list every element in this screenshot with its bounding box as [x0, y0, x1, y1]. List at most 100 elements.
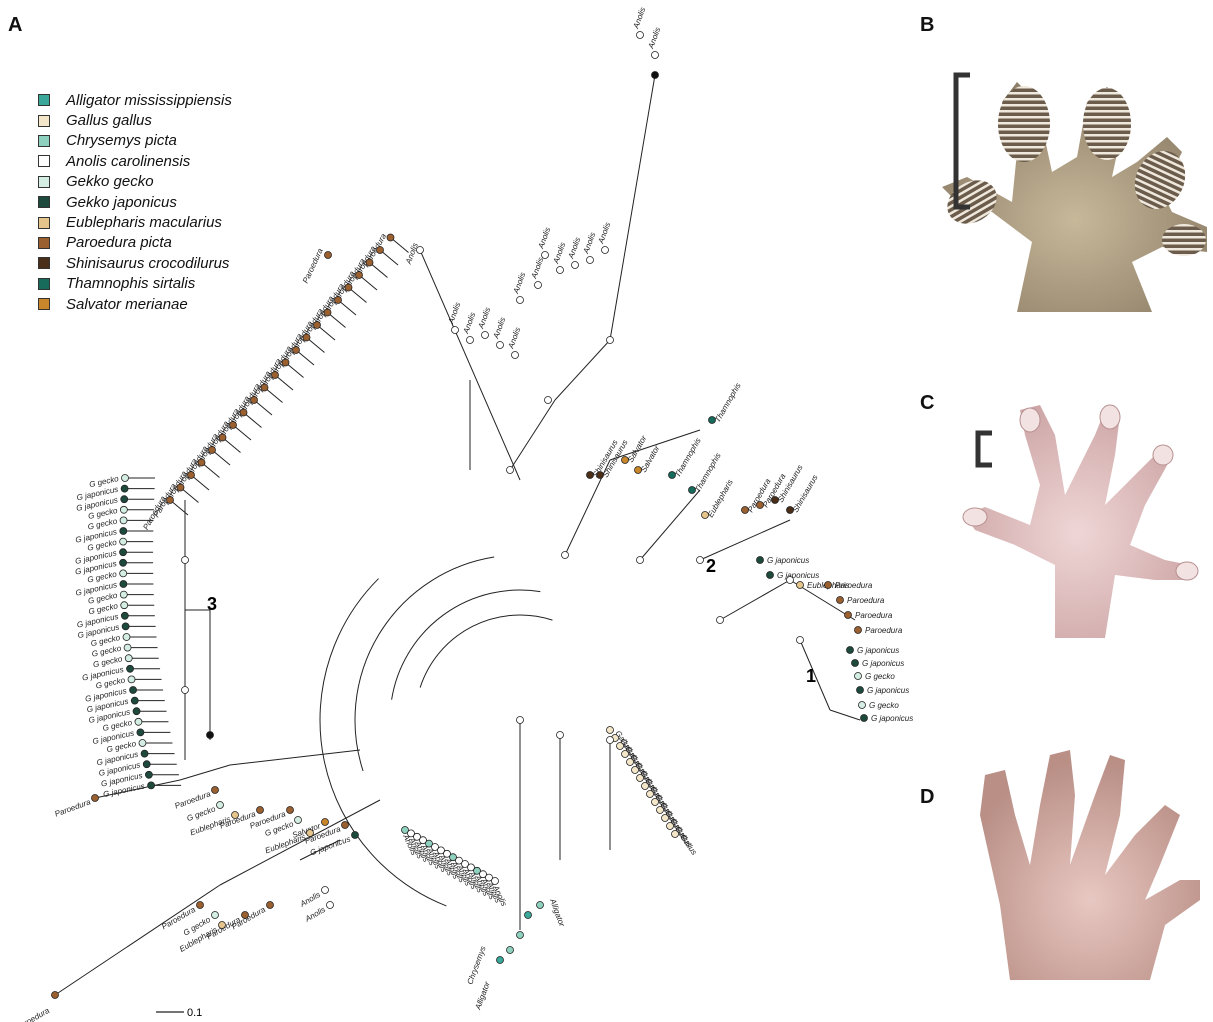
tip-label: Thamnophis	[693, 451, 723, 494]
tree-node	[232, 812, 239, 819]
tree-node	[167, 497, 174, 504]
tree-node	[669, 472, 676, 479]
tree-node	[198, 459, 205, 466]
tip-label: G gecko	[865, 672, 895, 681]
tree-node	[637, 557, 644, 564]
tree-branch	[180, 765, 230, 780]
tree-node	[293, 347, 300, 354]
tree-node	[188, 472, 195, 479]
tree-node	[141, 750, 148, 757]
tree-node	[287, 807, 294, 814]
tree-node	[702, 512, 709, 519]
tree-node	[209, 447, 216, 454]
tree-node	[324, 309, 331, 316]
tree-node	[597, 472, 604, 479]
tree-node	[512, 352, 519, 359]
tree-node	[607, 727, 614, 734]
tree-node	[120, 538, 127, 545]
tip-label: Paroedura	[835, 581, 873, 590]
tree-node	[772, 497, 779, 504]
tree-node	[122, 475, 129, 482]
tree-node	[182, 687, 189, 694]
tree-branch	[355, 557, 494, 771]
tree-node	[257, 807, 264, 814]
tip-label: Gallus	[678, 833, 698, 857]
tree-node	[121, 496, 128, 503]
tip-label: Anolis	[529, 256, 545, 281]
tree-node	[143, 761, 150, 768]
tip-label: Anolis	[303, 905, 327, 924]
tree-node	[525, 912, 532, 919]
tree-node	[787, 577, 794, 584]
tree-node	[542, 252, 549, 259]
tree-node	[145, 771, 152, 778]
tree-node	[217, 802, 224, 809]
tree-node	[797, 637, 804, 644]
tree-node	[697, 557, 704, 564]
tip-label: Anolis	[404, 242, 420, 267]
panel-label-b: B	[920, 14, 934, 37]
tree-node	[219, 434, 226, 441]
tip-label: Anolis	[491, 316, 507, 341]
tree-branch	[420, 615, 552, 688]
tree-node	[537, 902, 544, 909]
tree-node	[635, 467, 642, 474]
tree-node	[230, 422, 237, 429]
tree-node	[622, 751, 629, 758]
tree-node	[637, 775, 644, 782]
tip-label: Anolis	[536, 226, 552, 251]
tip-label: G japonicus	[867, 686, 909, 695]
tree-node	[120, 517, 127, 524]
tip-label: Anolis	[506, 326, 522, 351]
tree-node	[120, 591, 127, 598]
tip-label: Anolis	[446, 301, 462, 326]
tree-node	[482, 332, 489, 339]
tip-label: Anolis	[476, 306, 492, 331]
tip-label: G japonicus	[862, 659, 904, 668]
tree-node	[497, 342, 504, 349]
tree-node	[632, 767, 639, 774]
tip-label: G japonicus	[777, 571, 819, 580]
tree-node	[787, 507, 794, 514]
tree-node	[139, 740, 146, 747]
tip-label: G japonicus	[767, 556, 809, 565]
tree-branch	[230, 750, 360, 765]
tree-node	[307, 830, 314, 837]
tree-node	[852, 660, 859, 667]
tree-node	[562, 552, 569, 559]
tree-branch	[392, 590, 541, 700]
tip-label: Eublepharis	[706, 478, 735, 519]
tree-node	[251, 397, 258, 404]
tree-node	[242, 912, 249, 919]
tree-node	[352, 832, 359, 839]
tree-node	[757, 557, 764, 564]
tree-node	[124, 644, 131, 651]
tree-node	[130, 687, 137, 694]
tip-label: Paroedura	[847, 596, 885, 605]
tree-node	[122, 623, 129, 630]
tree-node	[335, 297, 342, 304]
tree-node	[717, 617, 724, 624]
tree-node	[131, 697, 138, 704]
tip-label: Paroedura	[301, 247, 325, 285]
panel-label-d: D	[920, 786, 934, 809]
tree-node	[127, 665, 134, 672]
tree-node	[325, 252, 332, 259]
tree-node	[52, 992, 59, 999]
tree-node	[859, 702, 866, 709]
tip-label: Anolis	[461, 311, 477, 336]
tree-node	[212, 912, 219, 919]
tree-node	[797, 582, 804, 589]
tip-label: Chrysemys	[465, 945, 487, 986]
tree-node	[847, 647, 854, 654]
gecko-foot-photo-b	[922, 62, 1213, 314]
tip-label: Paroedura	[14, 1006, 51, 1022]
phylogenetic-tree: G geckoG japonicusG japonicusG geckoG ge…	[0, 0, 920, 1022]
tree-node	[282, 359, 289, 366]
tree-node	[652, 72, 659, 79]
tip-label: Paroedura	[53, 797, 92, 818]
tree-node	[602, 247, 609, 254]
tree-node	[377, 247, 384, 254]
tree-node	[197, 902, 204, 909]
tree-branch	[720, 580, 790, 620]
